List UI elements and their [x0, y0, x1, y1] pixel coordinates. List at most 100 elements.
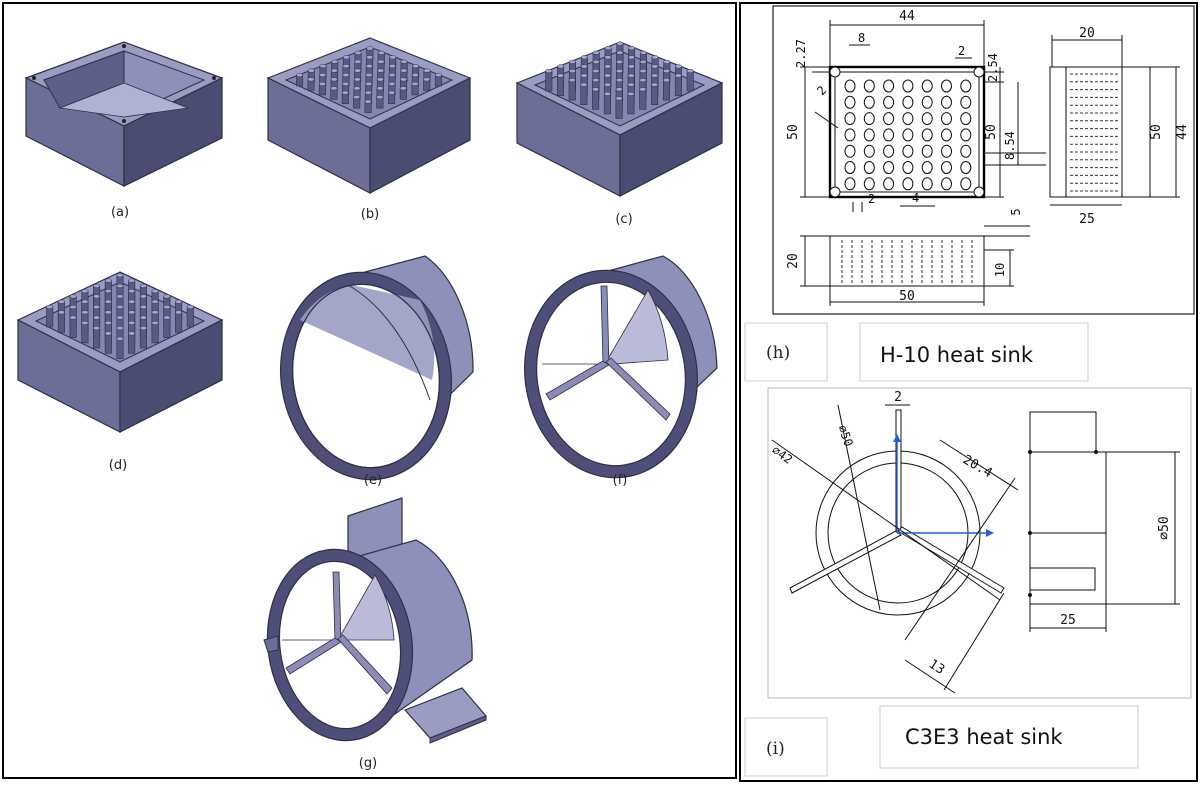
label-a: (a)	[111, 205, 129, 220]
caption-h-box	[859, 322, 1089, 382]
front-view	[829, 235, 985, 287]
dim-2-54: 2.54	[986, 53, 1000, 82]
pin-hole	[883, 112, 895, 126]
pin-hole	[921, 161, 933, 174]
pin-hole	[960, 95, 972, 109]
pin-hole	[844, 95, 856, 109]
dim-front-5: 5	[1009, 208, 1023, 215]
top-view-plate	[828, 65, 986, 199]
dim-front-50: 50	[899, 289, 915, 304]
pin-hole	[863, 144, 875, 158]
pin-hole	[902, 177, 914, 191]
dim-side-dia: ⌀50	[1157, 516, 1172, 539]
pin-hole	[863, 161, 875, 174]
pin-hole	[921, 112, 933, 126]
pin-fin	[603, 91, 611, 115]
dim-side-25: 25	[1079, 212, 1095, 227]
right-panel-frame	[739, 2, 1198, 782]
caption-h: H-10 heat sink	[880, 343, 1034, 367]
label-f: (f)	[613, 473, 628, 488]
pin-hole	[863, 128, 875, 142]
pin-hole	[883, 79, 895, 93]
pin-fin	[411, 81, 419, 96]
pin-fin	[388, 90, 396, 104]
pin-hole	[863, 79, 875, 93]
pin-fin	[128, 331, 136, 354]
pin-hole	[960, 177, 972, 191]
part-f-ring-3-fins	[524, 255, 718, 479]
dim-side-width: 25	[1060, 613, 1076, 628]
pin-hole	[883, 177, 895, 191]
pin-hole	[941, 161, 952, 174]
pin-fin	[104, 331, 112, 354]
pin-fin	[580, 82, 588, 105]
pin-fin	[151, 320, 159, 344]
pin-fin	[568, 78, 576, 101]
pin-hole	[921, 95, 933, 109]
part-a-open-box	[24, 41, 224, 187]
pin-fin	[615, 96, 623, 119]
pin-hole	[941, 112, 952, 126]
dim-height-50-right: 50	[984, 124, 999, 140]
label-d: (d)	[109, 458, 127, 473]
dim-front-20: 20	[786, 253, 801, 269]
front-pin-lines	[841, 240, 973, 284]
pin-hole	[921, 144, 933, 158]
label-b: (b)	[361, 207, 379, 222]
pin-hole	[844, 112, 856, 126]
pin-fin	[434, 72, 442, 87]
pin-hole	[902, 79, 914, 93]
pin-hole	[902, 128, 914, 142]
dim-8-54: 8.54	[1003, 131, 1017, 160]
caption-i: C3E3 heat sink	[905, 725, 1063, 749]
pin-fin	[651, 82, 659, 105]
pin-fin	[545, 68, 553, 92]
pin-fin	[57, 310, 65, 333]
pin-fin	[341, 90, 349, 104]
pin-fin	[163, 315, 171, 338]
pin-hole	[883, 95, 895, 109]
dim-outer-dia: ⌀50	[835, 423, 856, 448]
pin-hole	[883, 161, 895, 174]
pin-hole	[960, 128, 972, 142]
label-h-box	[744, 322, 828, 382]
part-e-ring	[279, 255, 474, 481]
part-d-tall-pin-box	[16, 271, 224, 433]
drawing-h: 44 8 2 2.27 2.54 2 50 50 8.54 2 4 20	[772, 5, 1195, 315]
pin-hole	[844, 161, 856, 174]
pin-hole	[863, 112, 875, 126]
dim-bottom-2: 2	[868, 192, 875, 206]
pin-fin	[556, 73, 565, 96]
pin-hole	[883, 128, 895, 142]
pin-fin	[376, 94, 384, 109]
label-h: (h)	[766, 343, 790, 363]
pin-hole	[941, 95, 952, 109]
pin-fin	[353, 94, 361, 109]
pin-hole	[902, 161, 914, 174]
pin-hole	[844, 177, 856, 191]
dim-2-27: 2.27	[794, 39, 808, 68]
pin-fin	[686, 68, 694, 92]
pin-hole	[844, 128, 856, 142]
pin-hole	[941, 79, 952, 93]
dim-side-20: 20	[1079, 26, 1095, 41]
caption-i-box	[879, 705, 1139, 769]
pin-fin	[592, 87, 600, 110]
label-c: (c)	[615, 212, 632, 227]
dim-height-50-left: 50	[786, 124, 801, 140]
dim-fin-width: 2	[894, 390, 902, 405]
pin-fin	[175, 310, 183, 333]
pin-hole	[960, 161, 972, 174]
pin-fin	[423, 77, 431, 91]
pin-hole	[863, 95, 875, 109]
pin-fin	[46, 304, 54, 328]
pin-hole	[883, 144, 895, 158]
label-i: (i)	[766, 739, 785, 759]
pin-fin	[69, 315, 77, 338]
drawing-i: 2 ⌀50 ⌀42 20.4 13 ⌀50 25	[767, 387, 1192, 699]
pin-hole	[902, 112, 914, 126]
pin-hole	[941, 128, 952, 142]
pin-hole	[941, 177, 952, 191]
